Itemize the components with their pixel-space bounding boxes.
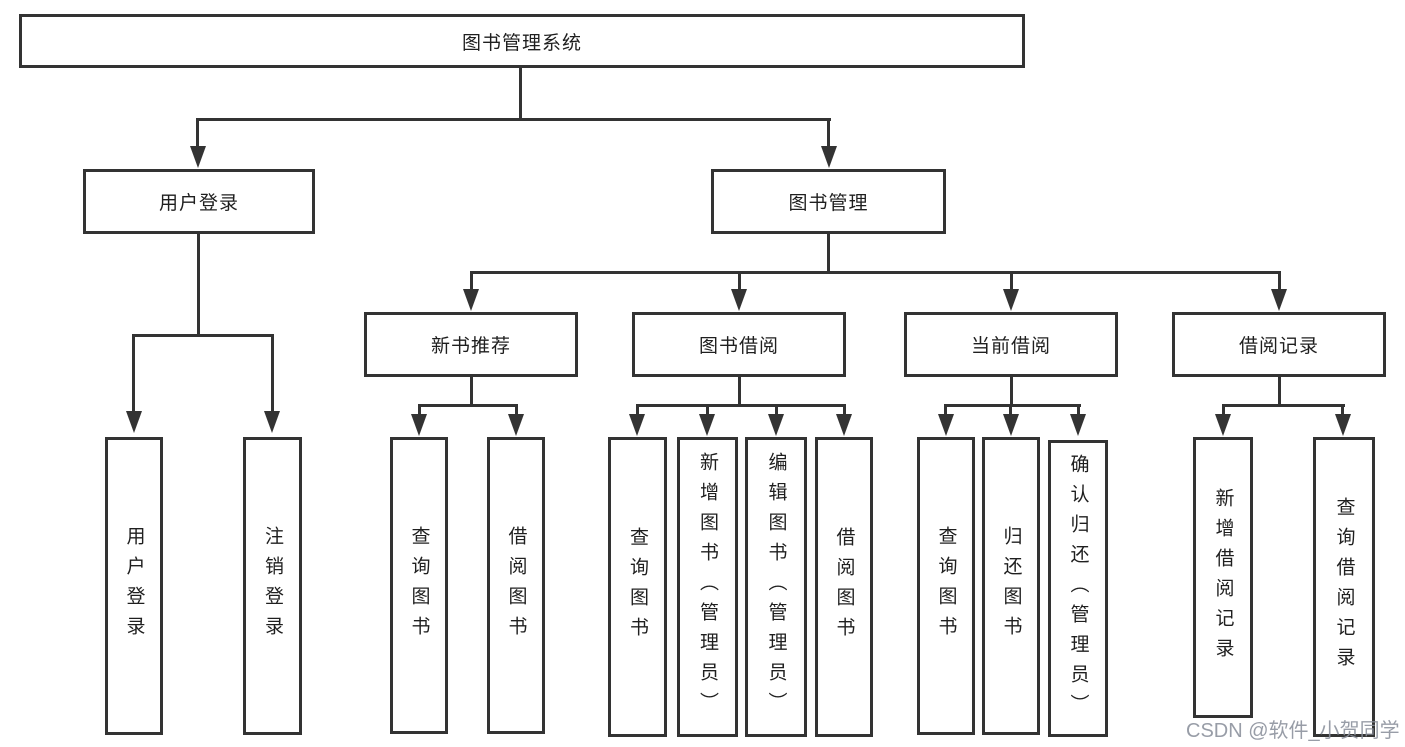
node-label: 新书推荐: [430, 336, 511, 357]
connector-line: [944, 404, 1081, 407]
leaf-label: 借阅图书: [505, 525, 527, 646]
node-label: 当前借阅: [970, 336, 1051, 357]
leaf-logout: 注销登录: [243, 437, 302, 735]
connector-line: [418, 404, 421, 418]
connector-line: [470, 271, 473, 293]
connector-line: [1222, 404, 1225, 418]
leaf-label: 查询借阅记录: [1333, 497, 1355, 677]
arrowhead-down: [264, 411, 280, 433]
leaf-confirm-return-admin: 确认归还（管理员）: [1048, 440, 1108, 737]
arrowhead-down: [768, 414, 784, 436]
connector-line: [271, 334, 274, 414]
node-user-login: 用户登录: [83, 169, 315, 234]
leaf-query-books-current: 查询图书: [917, 437, 975, 735]
leaf-query-borrow-record: 查询借阅记录: [1313, 437, 1375, 737]
node-book-management: 图书管理: [711, 169, 946, 234]
arrowhead-down: [1003, 289, 1019, 311]
connector-line: [196, 118, 831, 121]
connector-line: [827, 118, 830, 150]
connector-line: [1010, 376, 1013, 407]
connector-line: [1009, 404, 1012, 418]
node-current-borrowing: 当前借阅: [904, 312, 1118, 377]
connector-line: [470, 376, 473, 407]
arrowhead-down: [1070, 414, 1086, 436]
connector-line: [418, 404, 518, 407]
connector-line: [1222, 404, 1345, 407]
node-borrowing-records: 借阅记录: [1172, 312, 1386, 377]
arrowhead-down: [1335, 414, 1351, 436]
connector-line: [1278, 376, 1281, 407]
arrowhead-down: [411, 414, 427, 436]
leaf-return-books: 归还图书: [982, 437, 1040, 735]
connector-line: [1077, 404, 1080, 418]
connector-line: [132, 334, 274, 337]
connector-line: [519, 67, 522, 119]
node-label: 用户登录: [158, 193, 239, 214]
leaf-label: 查询图书: [408, 525, 430, 646]
leaf-borrow-books-recommend: 借阅图书: [487, 437, 545, 734]
arrowhead-down: [836, 414, 852, 436]
arrowhead-down: [508, 414, 524, 436]
leaf-label: 归还图书: [1000, 526, 1022, 646]
leaf-user-login: 用户登录: [105, 437, 163, 735]
node-label: 图书借阅: [698, 336, 779, 357]
node-new-book-recommendation: 新书推荐: [364, 312, 578, 377]
leaf-borrow-books: 借阅图书: [815, 437, 873, 737]
leaf-query-books-borrowing: 查询图书: [608, 437, 667, 737]
connector-line: [197, 233, 200, 337]
arrowhead-down: [699, 414, 715, 436]
connector-line: [636, 404, 639, 418]
connector-line: [515, 404, 518, 418]
connector-line: [470, 271, 1281, 274]
connector-line: [706, 404, 709, 418]
arrowhead-down: [938, 414, 954, 436]
arrowhead-down: [731, 289, 747, 311]
node-label: 图书管理系统: [461, 32, 582, 54]
leaf-add-books-admin: 新增图书（管理员）: [677, 437, 738, 737]
leaf-label: 编辑图书（管理员）: [765, 452, 787, 722]
leaf-label: 查询图书: [627, 527, 648, 647]
arrowhead-down: [629, 414, 645, 436]
arrowhead-down: [463, 289, 479, 311]
leaf-label: 注销登录: [262, 526, 283, 646]
node-book-borrowing: 图书借阅: [632, 312, 846, 377]
leaf-query-books-recommend: 查询图书: [390, 437, 448, 734]
connector-line: [738, 376, 741, 407]
connector-line: [738, 271, 741, 293]
node-label: 图书管理: [788, 193, 869, 214]
connector-line: [775, 404, 778, 418]
connector-line: [1010, 271, 1013, 293]
connector-line: [1341, 404, 1344, 418]
leaf-add-borrow-record: 新增借阅记录: [1193, 437, 1253, 718]
arrowhead-down: [1215, 414, 1231, 436]
connector-line: [843, 404, 846, 418]
leaf-label: 用户登录: [123, 526, 145, 646]
arrowhead-down: [1003, 414, 1019, 436]
leaf-label: 新增借阅记录: [1212, 487, 1234, 668]
node-label: 借阅记录: [1238, 336, 1319, 357]
node-library-management-system: 图书管理系统: [19, 14, 1025, 68]
connector-line: [132, 334, 135, 414]
leaf-label: 借阅图书: [833, 527, 855, 647]
csdn-watermark: CSDN @软件_小贺同学: [1186, 720, 1400, 742]
connector-line: [636, 404, 846, 407]
connector-line: [944, 404, 947, 418]
arrowhead-down: [190, 146, 206, 168]
arrowhead-down: [126, 411, 142, 433]
leaf-label: 查询图书: [935, 526, 957, 646]
leaf-edit-books-admin: 编辑图书（管理员）: [745, 437, 807, 737]
leaf-label: 确认归还（管理员）: [1067, 453, 1089, 724]
arrowhead-down: [1271, 289, 1287, 311]
connector-line: [827, 233, 830, 274]
connector-line: [196, 118, 199, 150]
leaf-label: 新增图书（管理员）: [697, 452, 718, 722]
arrowhead-down: [821, 146, 837, 168]
connector-line: [1278, 271, 1281, 293]
